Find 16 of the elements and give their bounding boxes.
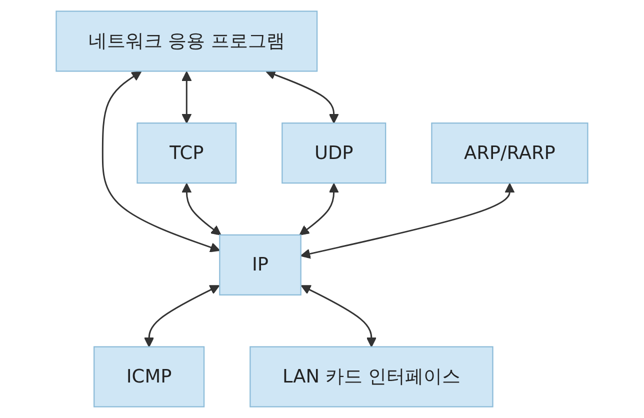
arrow — [266, 70, 339, 124]
arrow — [300, 183, 515, 259]
arrow — [182, 71, 192, 124]
node-box — [282, 122, 386, 184]
arrow — [102, 70, 220, 252]
node-box — [56, 10, 318, 72]
arrow — [144, 285, 220, 348]
node-box — [431, 122, 588, 184]
diagram: 네트워크 응용 프로그램 TCP UDP ARP/RARP IP ICMP LAN 카드 인터페이스 — [47, 2, 597, 416]
arrow — [182, 183, 222, 236]
node-box — [94, 346, 205, 408]
node-box — [219, 234, 302, 296]
arrow — [300, 285, 377, 348]
arrow — [299, 183, 339, 236]
node-box — [250, 346, 494, 408]
node-box — [136, 122, 237, 184]
